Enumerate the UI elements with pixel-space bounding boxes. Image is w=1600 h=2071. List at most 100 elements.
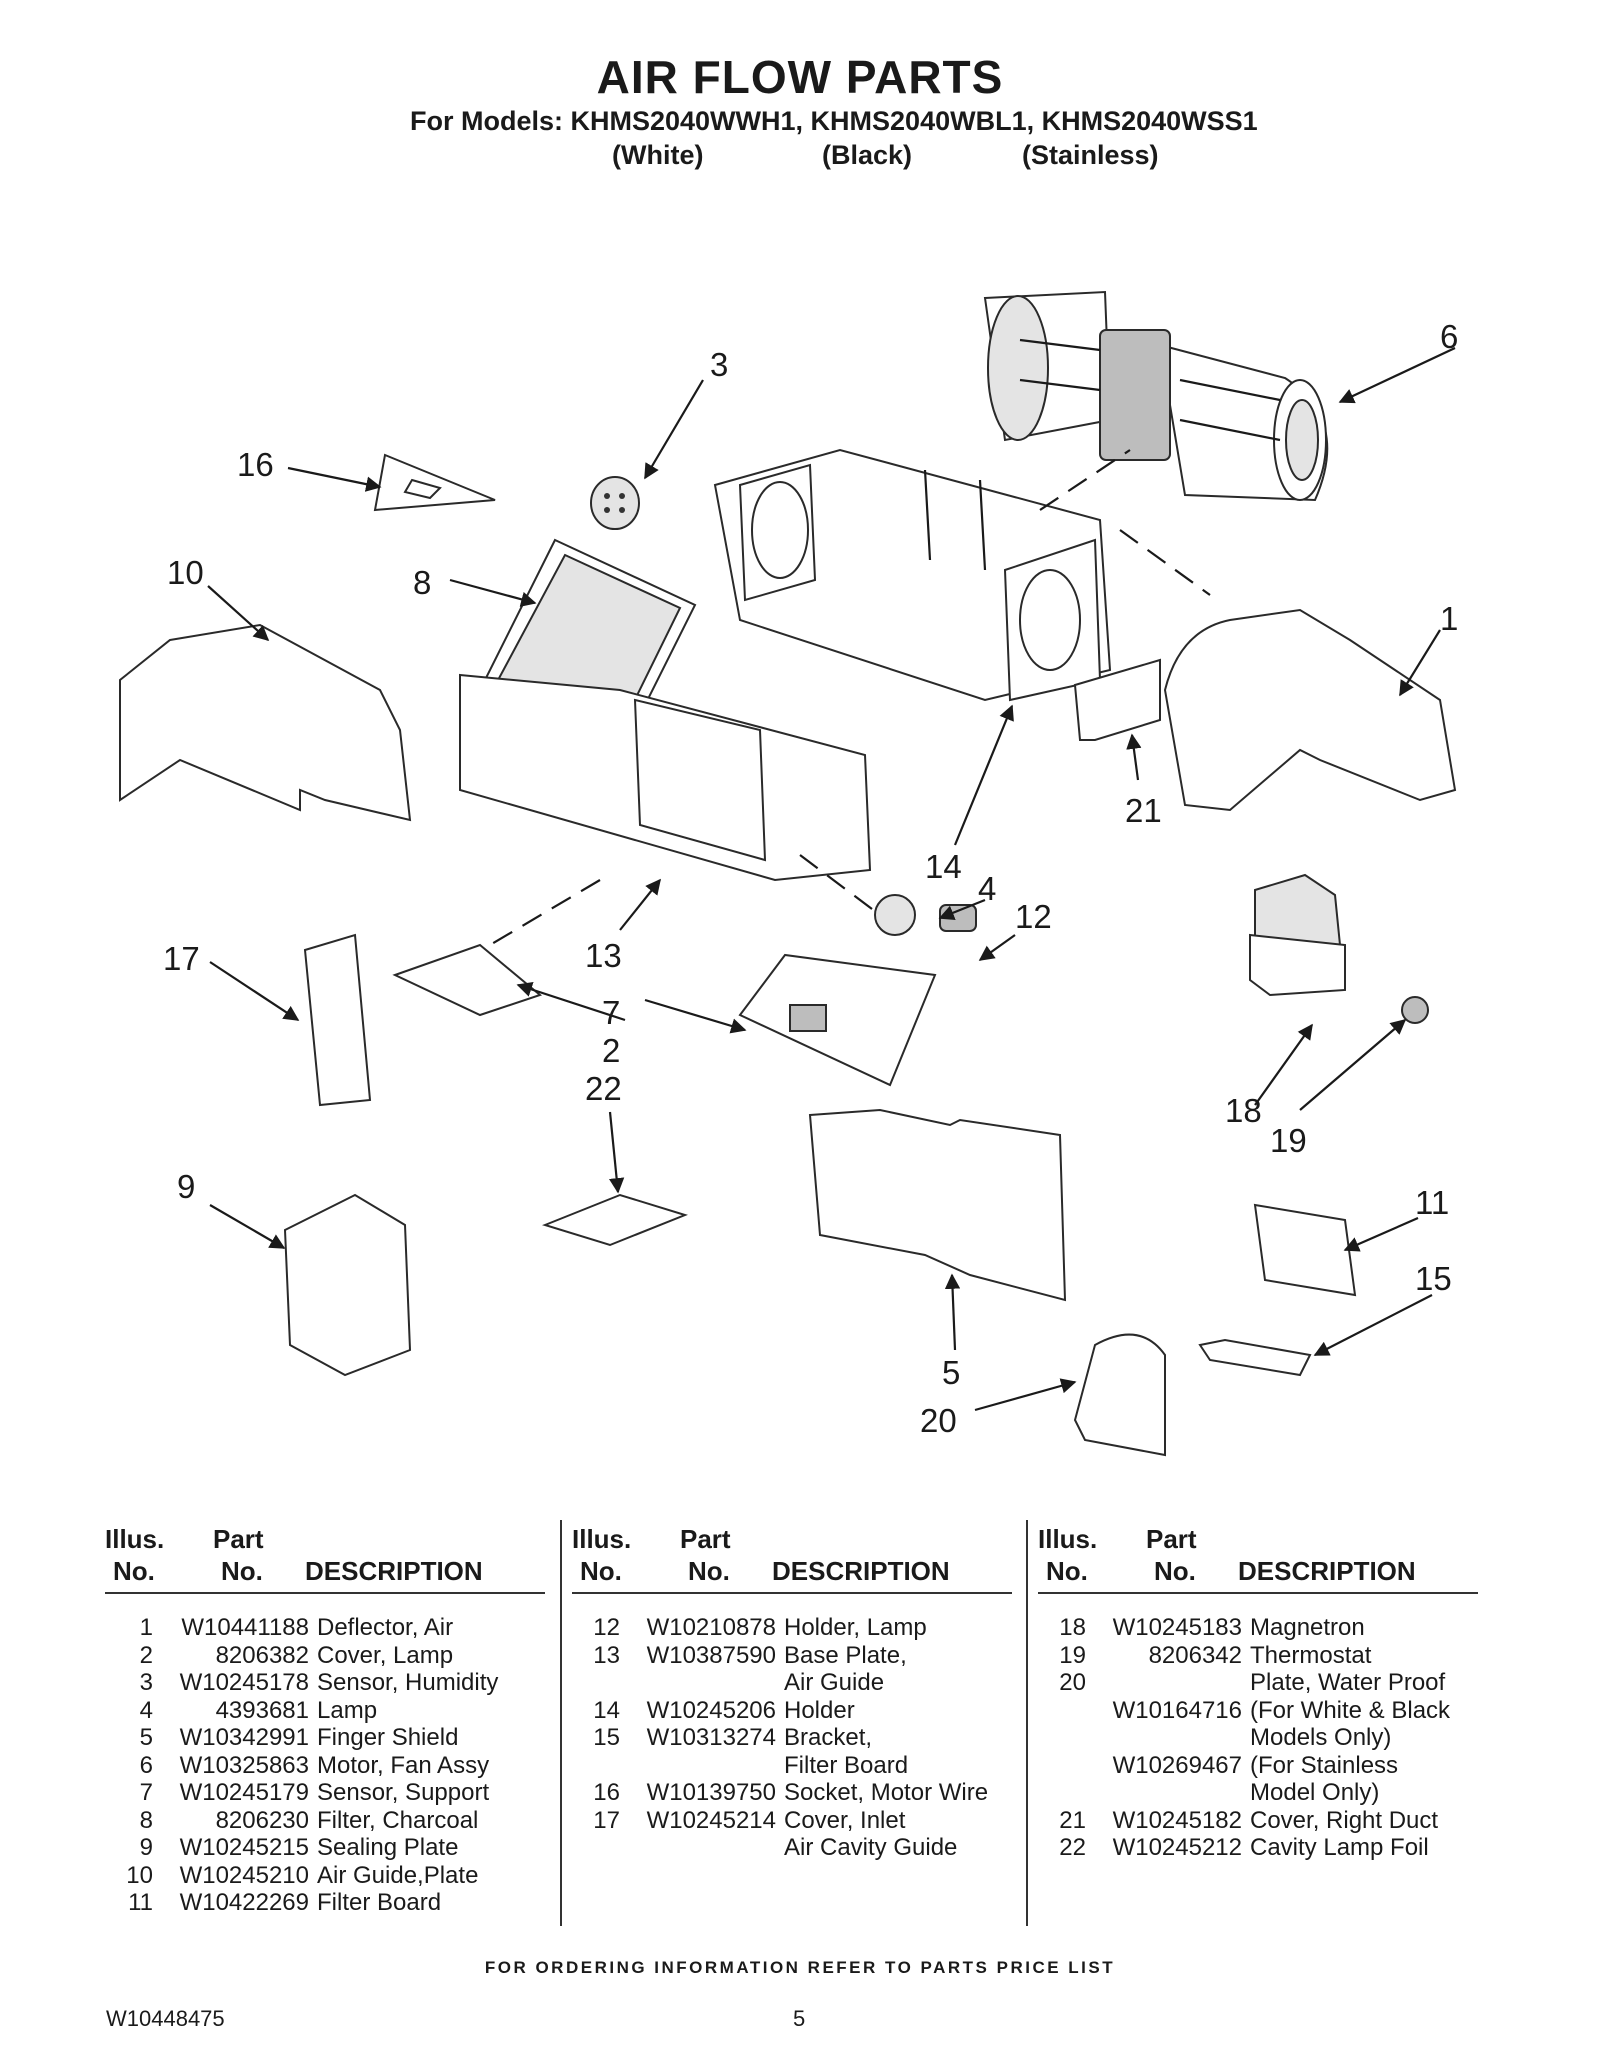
part-description: Models Only) xyxy=(1250,1724,1392,1751)
part-number: W10245206 xyxy=(646,1696,776,1724)
illus-number: 17 xyxy=(593,1806,620,1834)
part-description: Lamp xyxy=(317,1696,378,1724)
part-number: 8206230 xyxy=(215,1806,309,1834)
illus-number: 21 xyxy=(1059,1806,1086,1834)
part-number: W10422269 xyxy=(179,1889,309,1916)
part-description: (For White & Black xyxy=(1250,1696,1451,1724)
header-illus-no: No. xyxy=(113,1556,155,1586)
callout-19: 19 xyxy=(1270,1122,1307,1159)
illus-number: 3 xyxy=(139,1669,153,1696)
callout-17: 17 xyxy=(163,940,200,977)
exploded-parts-diagram: 6 3 16 10 8 1 21 14 4 12 17 13 7 2 22 18… xyxy=(119,290,1458,1457)
sensor-support-part xyxy=(738,953,937,1087)
callout-2: 2 xyxy=(602,1032,620,1069)
callout-15: 15 xyxy=(1415,1260,1452,1297)
table-row: Air Guide xyxy=(572,1669,1012,1697)
callout-5: 5 xyxy=(942,1354,960,1391)
callout-12: 12 xyxy=(1015,898,1052,935)
motor-wire-socket-part xyxy=(373,453,496,512)
table-row: Model Only) xyxy=(1038,1779,1478,1807)
part-description: Sealing Plate xyxy=(317,1834,459,1861)
illus-number: 8 xyxy=(139,1806,153,1834)
part-number: W10245212 xyxy=(1112,1834,1242,1861)
illus-number: 13 xyxy=(593,1641,620,1669)
header-part-no: No. xyxy=(688,1556,730,1586)
illus-number: 9 xyxy=(139,1834,153,1861)
part-description: Cover, Right Duct xyxy=(1250,1806,1439,1834)
callout-13: 13 xyxy=(585,937,622,974)
header-part: Part xyxy=(680,1524,731,1554)
magnetron-part xyxy=(1249,873,1346,997)
color-white: (White) xyxy=(612,140,704,170)
part-number: W10139750 xyxy=(646,1779,776,1806)
illus-number: 4 xyxy=(139,1696,153,1724)
thermostat-part xyxy=(1401,996,1429,1024)
part-number: W10342991 xyxy=(179,1724,309,1751)
part-description: Holder xyxy=(784,1696,855,1724)
part-number: W10245214 xyxy=(646,1806,776,1834)
header-illus-no: No. xyxy=(1046,1556,1088,1586)
callout-16: 16 xyxy=(237,446,274,483)
color-black: (Black) xyxy=(822,140,913,170)
header-part-no: No. xyxy=(221,1556,263,1586)
ordering-note: FOR ORDERING INFORMATION REFER TO PARTS … xyxy=(484,1958,1116,1977)
column-divider xyxy=(1026,1520,1028,1926)
callout-11: 11 xyxy=(1415,1184,1449,1221)
part-number: W10245178 xyxy=(179,1669,309,1696)
lamp-part xyxy=(874,894,916,936)
part-description: Model Only) xyxy=(1250,1779,1380,1806)
part-description: Sensor, Humidity xyxy=(317,1669,499,1696)
table-row: Filter Board xyxy=(572,1752,1012,1780)
part-number: W10269467 xyxy=(1112,1751,1242,1779)
part-description: Air Cavity Guide xyxy=(784,1834,958,1861)
part-description: Sensor, Support xyxy=(317,1779,490,1806)
illus-number: 11 xyxy=(128,1889,153,1916)
models-line: For Models: KHMS2040WWH1, KHMS2040WBL1, … xyxy=(410,106,1258,136)
part-number: W10245210 xyxy=(179,1861,309,1889)
table-row: W10164716(For White & Black xyxy=(1038,1697,1478,1725)
illus-number: 7 xyxy=(139,1779,153,1806)
callout-22: 22 xyxy=(585,1070,622,1107)
part-description: Cover, Lamp xyxy=(317,1641,454,1669)
illus-number: 16 xyxy=(593,1779,620,1806)
air-deflector-part xyxy=(1163,608,1457,812)
header-illus-no: No. xyxy=(580,1556,622,1586)
illus-number: 5 xyxy=(139,1724,153,1751)
right-duct-cover-part xyxy=(1073,658,1161,741)
callout-14: 14 xyxy=(925,848,962,885)
header-description: DESCRIPTION xyxy=(772,1556,950,1586)
callout-18: 18 xyxy=(1225,1092,1262,1129)
illus-number: 12 xyxy=(593,1614,620,1641)
color-stainless: (Stainless) xyxy=(1022,140,1159,170)
part-description: Air Guide,Plate xyxy=(317,1861,479,1889)
header-part: Part xyxy=(1146,1524,1197,1554)
part-description: Bracket, xyxy=(784,1724,873,1751)
header-description: DESCRIPTION xyxy=(305,1556,483,1586)
callout-7: 7 xyxy=(602,994,620,1031)
illus-number: 10 xyxy=(126,1861,153,1889)
document-number: W10448475 xyxy=(106,2006,225,2031)
callout-4: 4 xyxy=(978,870,996,907)
part-number: 4393681 xyxy=(215,1696,309,1724)
part-number: W10313274 xyxy=(646,1724,776,1751)
holder-part xyxy=(713,448,1112,702)
illus-number: 15 xyxy=(593,1724,620,1751)
table-row: W10269467(For Stainless xyxy=(1038,1752,1478,1780)
lamp-cover-part xyxy=(392,943,543,1017)
illus-number: 19 xyxy=(1059,1641,1086,1669)
part-number: 8206382 xyxy=(215,1641,309,1669)
callout-21: 21 xyxy=(1125,792,1162,829)
table-row: 15 W10313274 Bracket, xyxy=(572,1724,1012,1752)
